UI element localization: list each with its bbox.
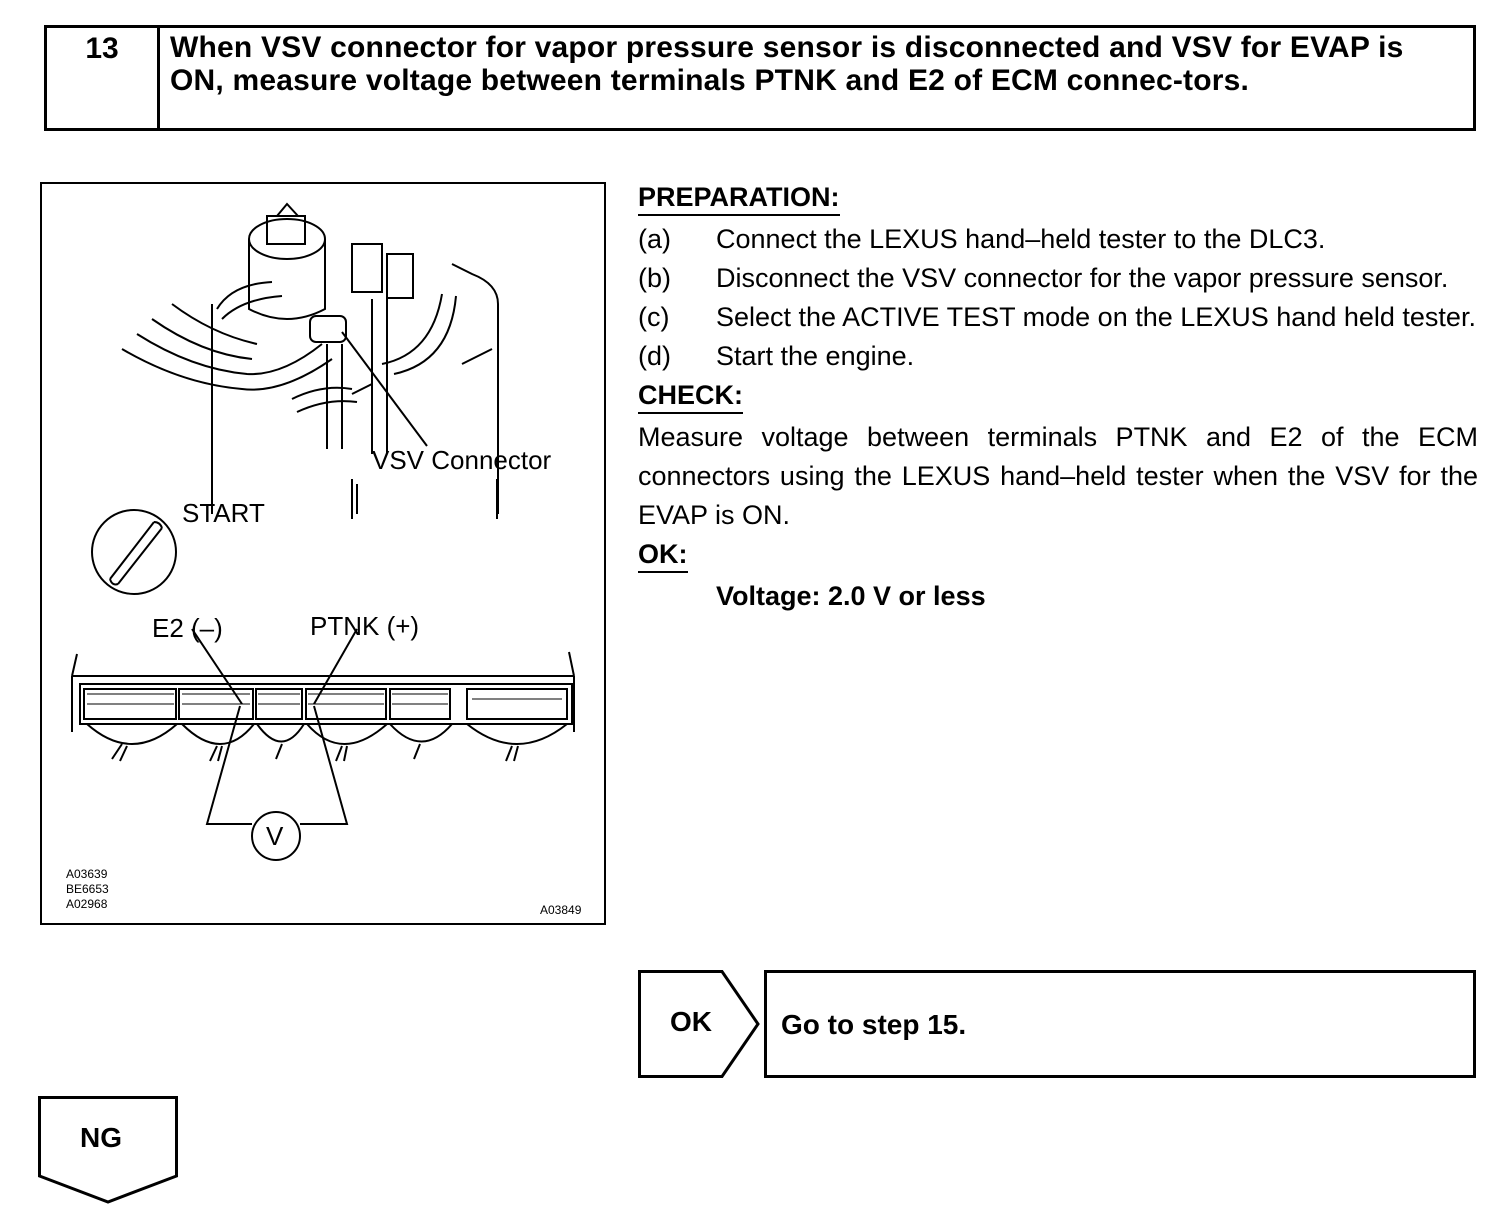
ok-result-tag: OK — [638, 970, 760, 1078]
figure-code-right: A03849 — [540, 903, 582, 917]
step-header: 13 When VSV connector for vapor pressure… — [44, 25, 1476, 131]
ng-label: NG — [80, 1122, 122, 1153]
start-label: START — [182, 498, 265, 528]
ptnk-leader — [313, 628, 358, 705]
ok-heading: OK: — [638, 538, 688, 573]
step-number: 13 — [47, 28, 160, 128]
figure-code-1: A03639 — [66, 867, 108, 881]
diagram-illustration — [71, 202, 575, 861]
prep-step-text: Start the engine. — [716, 341, 915, 371]
procedure-text: PREPARATION: (a) Connect the LEXUS hand–… — [638, 178, 1478, 616]
vsv-connector-label: VSV Connector — [372, 445, 552, 475]
step-title: When VSV connector for vapor pressure se… — [170, 31, 1404, 97]
prep-step-letter: (d) — [638, 341, 671, 371]
canister-outline — [211, 263, 499, 514]
prep-step-text: Disconnect the VSV connector for the vap… — [716, 263, 1449, 293]
e2-label: E2 (–) — [152, 613, 223, 643]
probe-wires — [205, 705, 349, 825]
vsv-connector-body — [309, 315, 347, 343]
ok-arrow-shape — [638, 970, 760, 1078]
hoses — [121, 303, 333, 391]
wire-bundles — [86, 723, 568, 745]
prep-step-b: (b) Disconnect the VSV connector for the… — [638, 259, 1478, 298]
ok-label: OK — [670, 1006, 712, 1037]
prep-step-c: (c) Select the ACTIVE TEST mode on the L… — [638, 298, 1478, 337]
ptnk-label: PTNK (+) — [310, 611, 420, 641]
preparation-heading: PREPARATION: — [638, 181, 840, 216]
diagram-figure: VSV Connector START E2 (–) PTNK (+) V A0… — [40, 182, 606, 925]
voltmeter-circle — [251, 811, 301, 861]
ok-action-box: Go to step 15. — [764, 970, 1476, 1078]
prep-step-letter: (b) — [638, 263, 671, 293]
prep-step-letter: (c) — [638, 302, 670, 332]
voltmeter-symbol: V — [266, 821, 284, 851]
ignition-switch — [91, 509, 177, 595]
check-text: Measure voltage between terminals PTNK a… — [638, 422, 1478, 530]
prep-step-a: (a) Connect the LEXUS hand–held tester t… — [638, 220, 1478, 259]
ok-spec: Voltage: 2.0 V or less — [716, 581, 986, 611]
prep-step-text: Connect the LEXUS hand–held tester to th… — [716, 224, 1326, 254]
vsv-connector-leader — [341, 331, 428, 447]
check-heading: CHECK: — [638, 379, 743, 414]
ng-result-tag: NG — [38, 1096, 178, 1204]
prep-step-d: (d) Start the engine. — [638, 337, 1478, 376]
ng-arrow-shape — [38, 1096, 178, 1204]
figure-code-2: BE6653 — [66, 882, 109, 896]
vsv-body — [248, 218, 326, 260]
prep-step-text: Select the ACTIVE TEST mode on the LEXUS… — [716, 302, 1476, 332]
ecm-outline — [71, 651, 575, 732]
prep-step-letter: (a) — [638, 224, 671, 254]
e2-leader — [191, 628, 243, 705]
figure-code-3: A02968 — [66, 897, 108, 911]
